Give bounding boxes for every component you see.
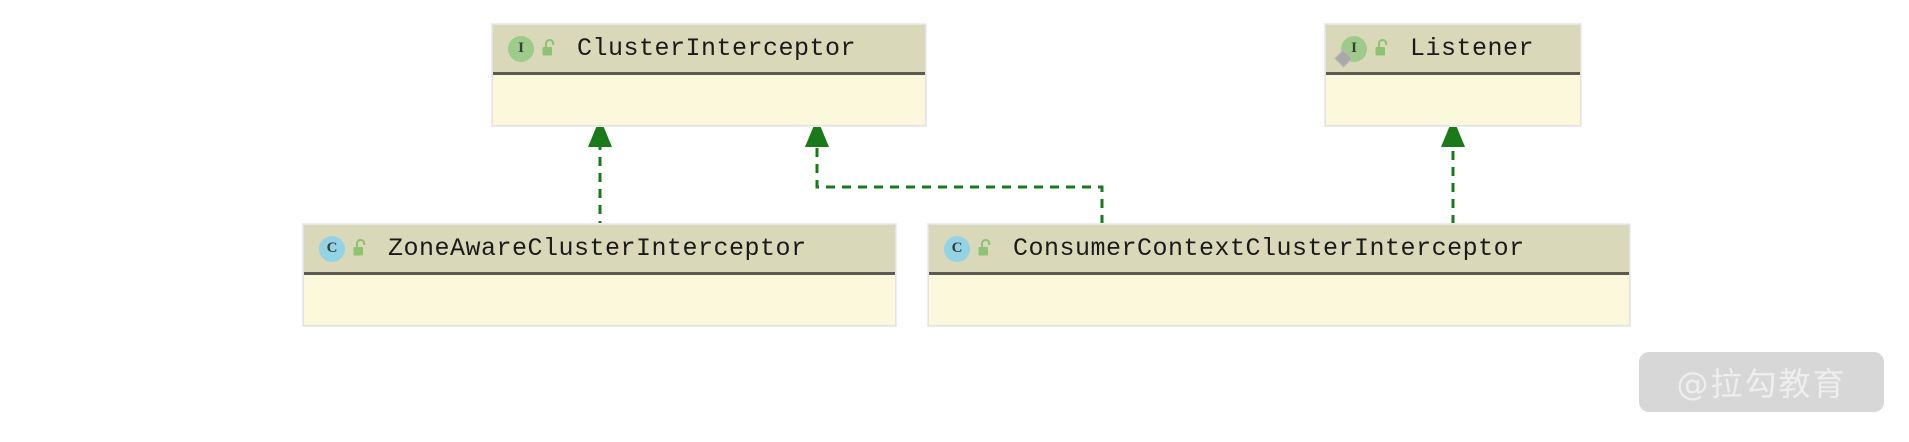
uml-node-header: I ClusterInterceptor [493,25,925,75]
uml-node-members-compartment [1326,75,1580,123]
uml-node-header: C ConsumerContextClusterInterceptor [929,225,1629,275]
uml-node-members-compartment [304,275,895,323]
uml-node-zone-aware-cluster-interceptor[interactable]: C ZoneAwareClusterInterceptor [303,224,896,326]
uml-node-title: ClusterInterceptor [577,34,857,63]
uml-node-members-compartment [929,275,1629,323]
realization-edge-consumercontext-to-clusterinterceptor [815,147,1104,224]
uml-node-cluster-interceptor[interactable]: I ClusterInterceptor [492,24,926,126]
interface-badge-letter: I [508,35,534,62]
uml-node-members-compartment [493,75,925,123]
uml-node-header: C ZoneAwareClusterInterceptor [304,225,895,275]
watermark: @拉勾教育 [1639,352,1884,412]
uml-node-header: I Listener [1326,25,1580,75]
uml-node-title: Listener [1410,34,1535,63]
interface-icon: I [1334,35,1368,68]
class-icon: C [943,235,971,263]
class-badge-letter: C [944,235,970,262]
unlocked-padlock-icon [350,238,370,260]
uml-node-consumer-context-cluster-interceptor[interactable]: C ConsumerContextClusterInterceptor [928,224,1630,326]
uml-node-title: ConsumerContextClusterInterceptor [1013,234,1525,263]
unlocked-padlock-icon [975,238,995,260]
uml-node-title: ZoneAwareClusterInterceptor [388,234,807,263]
class-icon: C [318,235,346,263]
watermark-text: @拉勾教育 [1676,365,1847,403]
uml-node-listener[interactable]: I Listener [1325,24,1581,126]
interface-icon: I [507,35,535,63]
unlocked-padlock-icon [1372,38,1392,60]
unlocked-padlock-icon [539,38,559,60]
class-badge-letter: C [319,235,345,262]
